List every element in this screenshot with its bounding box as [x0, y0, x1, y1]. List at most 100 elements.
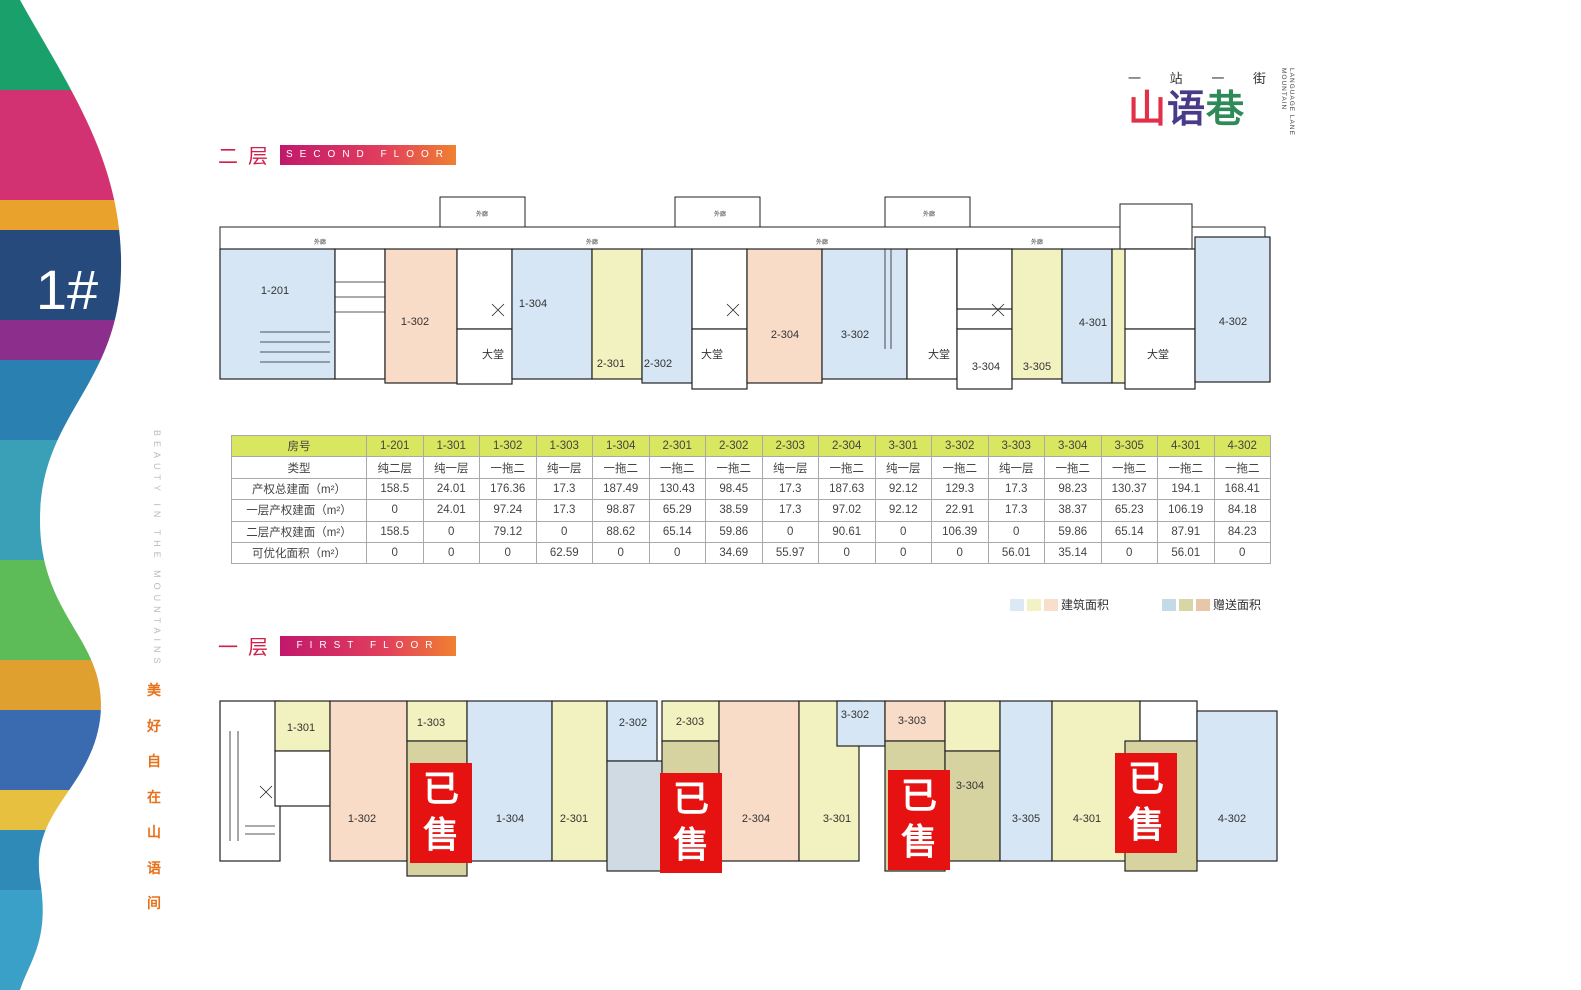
unit-label: 4-301 [1079, 317, 1107, 329]
unit-label: 3-301 [823, 813, 851, 825]
table-header-cell: 4-301 [1157, 434, 1215, 458]
corridor-label: 外廊 [816, 238, 828, 246]
floor-title-cn: 一层 [218, 635, 278, 659]
table-cell: 一拖二 [705, 456, 763, 479]
legend-built: 建筑面积 [1010, 596, 1109, 613]
table-row-label: 产权总建面（m²） [231, 477, 367, 501]
table-header-cell: 1-302 [479, 434, 537, 458]
unit-label: 1-301 [287, 722, 315, 734]
table-cell: 35.14 [1044, 541, 1102, 565]
table-header-cell: 3-302 [931, 434, 989, 458]
table-header-cell: 3-301 [874, 434, 932, 458]
table-cell: 0 [1100, 541, 1158, 565]
table-cell: 一拖二 [1100, 456, 1158, 479]
table-cell: 纯一层 [535, 456, 593, 479]
table-header-cell: 4-302 [1213, 434, 1271, 458]
table-cell: 79.12 [479, 520, 537, 543]
corridor-label: 外廊 [586, 238, 598, 246]
table-body: 类型纯二层纯一层一拖二纯一层一拖二一拖二一拖二纯一层一拖二纯一层一拖二纯一层一拖… [231, 456, 1271, 565]
table-cell: 纯一层 [761, 456, 819, 479]
legend-gift: 赠送面积 [1162, 596, 1261, 613]
corridor-label: 外廊 [923, 210, 935, 218]
table-cell: 90.61 [818, 520, 876, 543]
table-cell: 97.02 [818, 499, 876, 522]
table-cell: 130.43 [648, 477, 706, 501]
table-cell: 158.5 [366, 520, 424, 543]
table-cell: 0 [366, 499, 424, 522]
table-cell: 17.3 [535, 499, 593, 522]
table-header-cell: 2-304 [818, 434, 876, 458]
sold-stamp: 已 售 [410, 763, 472, 863]
floor-title-en: SECOND FLOOR [280, 144, 456, 165]
decorative-stripe [0, 0, 122, 990]
table-cell: 34.69 [705, 541, 763, 565]
legend-swatch [1027, 598, 1041, 611]
sold-stamp: 已 售 [660, 773, 722, 873]
table-cell: 55.97 [761, 541, 819, 565]
table-cell: 一拖二 [479, 456, 537, 479]
table-cell: 0 [535, 520, 593, 543]
table-cell: 168.41 [1213, 477, 1271, 501]
table-cell: 65.14 [648, 520, 706, 543]
table-header-cell: 房号 [231, 434, 367, 458]
vertical-slogan-en: BEAUTY IN THE MOUNTAINS [152, 430, 162, 669]
legend-gift-label: 赠送面积 [1213, 598, 1262, 612]
legend-built-label: 建筑面积 [1061, 598, 1110, 612]
table-cell: 24.01 [422, 477, 480, 501]
table-cell: 0 [422, 520, 480, 543]
unit-label: 3-302 [841, 709, 869, 721]
first-floor-title: 一层 FIRST FLOOR [218, 631, 456, 660]
table-row-label: 二层产权建面（m²） [231, 520, 367, 543]
lobby-label: 大堂 [928, 347, 950, 361]
legend-swatch [1044, 598, 1058, 611]
table-cell: 0 [479, 541, 537, 565]
table-row: 类型纯二层纯一层一拖二纯一层一拖二一拖二一拖二纯一层一拖二纯一层一拖二纯一层一拖… [231, 456, 1271, 479]
table-cell: 56.01 [1157, 541, 1215, 565]
lobby-label: 大堂 [482, 347, 504, 361]
sold-stamp: 已 售 [888, 770, 950, 870]
table-cell: 17.3 [987, 499, 1045, 522]
table-cell: 0 [366, 541, 424, 565]
table-cell: 38.59 [705, 499, 763, 522]
unit-label: 2-301 [560, 813, 588, 825]
unit-label: 1-304 [496, 813, 524, 825]
table-cell: 38.37 [1044, 499, 1102, 522]
table-cell: 92.12 [874, 499, 932, 522]
unit-label: 3-303 [898, 715, 926, 727]
unit-label: 2-304 [742, 813, 770, 825]
table-cell: 一拖二 [648, 456, 706, 479]
table-header-cell: 1-304 [592, 434, 650, 458]
unit-label: 1-303 [417, 717, 445, 729]
lobby-label: 大堂 [701, 347, 723, 361]
table-cell: 98.87 [592, 499, 650, 522]
table-cell: 129.3 [931, 477, 989, 501]
unit-label: 3-305 [1023, 361, 1051, 373]
table-cell: 0 [761, 520, 819, 543]
floor-title-en: FIRST FLOOR [280, 635, 456, 656]
corridor-label: 外廊 [314, 238, 326, 246]
legend-swatch [1196, 598, 1210, 611]
table-cell: 98.23 [1044, 477, 1102, 501]
unit-label: 2-304 [771, 329, 799, 341]
table-header-cell: 2-302 [705, 434, 763, 458]
table-row-label: 可优化面积（m²） [231, 541, 367, 565]
sold-stamp: 已 售 [1115, 753, 1177, 853]
unit-label: 1-304 [519, 298, 547, 310]
corridor-label: 外廊 [714, 210, 726, 218]
table-cell: 一拖二 [818, 456, 876, 479]
table-cell: 176.36 [479, 477, 537, 501]
legend-swatch [1162, 598, 1176, 611]
unit-label: 1-302 [401, 316, 429, 328]
unit-label: 1-201 [261, 285, 289, 297]
table-cell: 158.5 [366, 477, 424, 501]
table-header-cell: 1-303 [535, 434, 593, 458]
corridor-label: 外廊 [476, 210, 488, 218]
table-header-cell: 3-304 [1044, 434, 1102, 458]
table-cell: 0 [648, 541, 706, 565]
table-cell: 56.01 [987, 541, 1045, 565]
brand-logo: 一站一街 山语巷 LANGUAGE LANE MOUNTAIN [1128, 64, 1295, 138]
table-cell: 0 [592, 541, 650, 565]
table-header-cell: 3-303 [987, 434, 1045, 458]
